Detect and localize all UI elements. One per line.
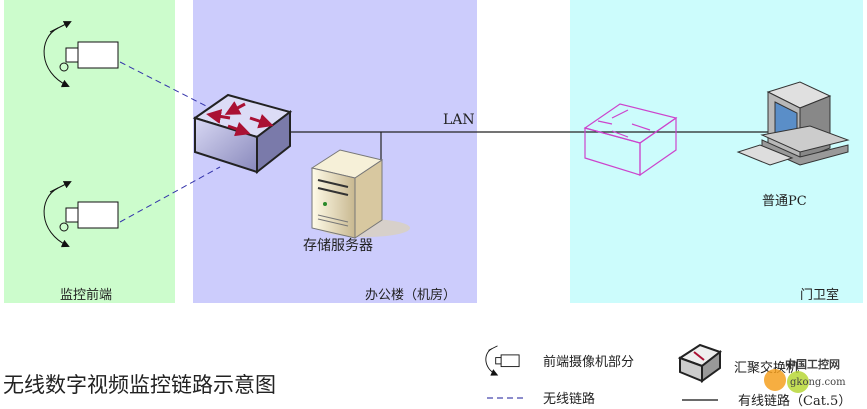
camera-icon	[43, 181, 119, 248]
legend-camera-icon	[485, 345, 520, 376]
storage-server-label: 存储服务器	[303, 238, 373, 254]
lan-label: LAN	[443, 112, 475, 128]
wireless-link-1	[119, 61, 211, 109]
legend-switch-icon	[677, 343, 723, 383]
svg-text:中国工控网: 中国工控网	[785, 357, 840, 371]
access-switch-icon	[583, 103, 678, 177]
legend-wired-label: 有线链路（Cat.5）	[738, 393, 851, 409]
legend-wireless-label: 无线链路	[543, 391, 595, 407]
zone-guardroom-label: 门卫室	[800, 287, 839, 303]
legend-switch-label: 汇聚交换机	[734, 360, 799, 376]
pc-label: 普通PC	[762, 194, 807, 209]
pc-icon	[736, 81, 850, 166]
aggregation-switch-icon	[192, 93, 293, 175]
watermark-logo: 中国工控网 gkong.com	[764, 357, 846, 393]
svg-text:gkong.com: gkong.com	[790, 377, 846, 388]
legend-camera-label: 前端摄像机部分	[543, 354, 634, 370]
zone-frontend-label: 监控前端	[60, 287, 112, 303]
diagram-title: 无线数字视频监控链路示意图	[3, 373, 276, 397]
zone-office-label: 办公楼（机房）	[365, 287, 456, 303]
storage-server-icon	[310, 149, 410, 239]
camera-icon	[43, 21, 119, 88]
wireless-link-2	[119, 166, 221, 223]
